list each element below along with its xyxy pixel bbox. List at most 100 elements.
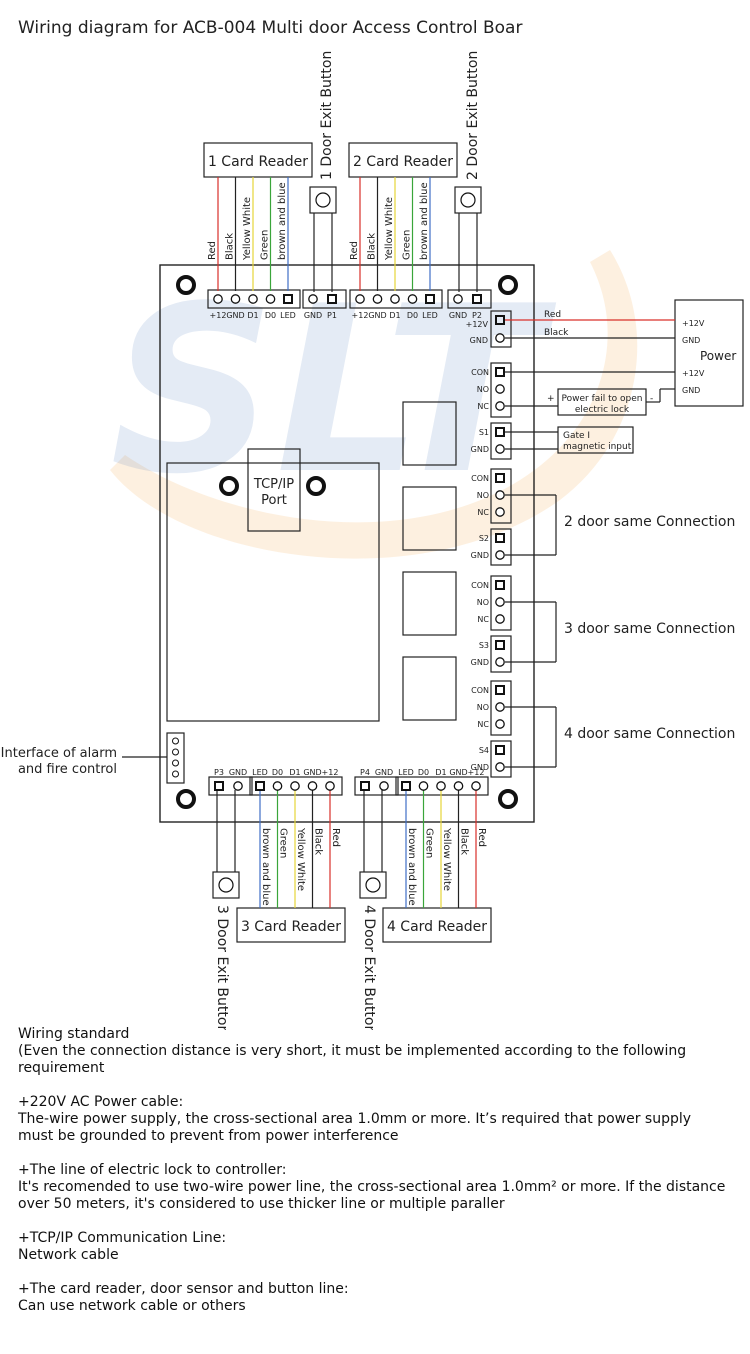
- exit-button-icon: [218, 877, 234, 893]
- pin-label: +12V: [466, 320, 489, 329]
- exit-button-icon: [315, 192, 331, 208]
- wire-label: Black: [225, 233, 236, 260]
- terminal: [471, 781, 481, 791]
- pin-label: CON: [471, 474, 489, 483]
- mounting-hole: [306, 476, 326, 496]
- exit-button-icon: [365, 877, 381, 893]
- pin-label: P1: [327, 311, 337, 320]
- wire-label: Yellow White: [384, 197, 395, 261]
- terminal: [372, 294, 383, 304]
- tcp-port-label: TCP/IP: [253, 477, 294, 492]
- pin-label: NC: [477, 402, 489, 411]
- terminal: [472, 294, 482, 304]
- power-pin-label: GND: [682, 336, 700, 345]
- terminal: [453, 781, 464, 791]
- terminal-block: [249, 776, 343, 796]
- terminal: [436, 781, 446, 791]
- wire-label: Red: [544, 310, 561, 320]
- terminal: [495, 315, 505, 325]
- wire-label: brown and blue: [260, 828, 271, 906]
- terminal: [495, 333, 505, 343]
- pin-label: P3: [214, 768, 224, 777]
- wire-label: Red: [476, 828, 487, 847]
- gate-input-box: [557, 426, 634, 454]
- pin-label: S3: [479, 641, 489, 650]
- terminal: [390, 294, 400, 304]
- power-pin-label: +12V: [682, 319, 705, 328]
- wire-label: Green: [402, 230, 413, 260]
- terminal: [495, 401, 505, 411]
- wire-label: Red: [330, 828, 341, 847]
- wiring-notes: Wiring standard (Even the connection dis…: [18, 1026, 730, 1332]
- terminal: [495, 580, 505, 590]
- note-heading: +220V AC Power cable:: [18, 1094, 184, 1110]
- tcp-port-label: Port: [261, 493, 287, 508]
- terminal: [495, 507, 505, 517]
- pin-label: NC: [477, 615, 489, 624]
- wire-label: Yellow White: [441, 827, 452, 891]
- terminal: [425, 294, 435, 304]
- pin-label: +12: [322, 768, 339, 777]
- terminal-block: [490, 680, 512, 736]
- alarm-pin: [172, 759, 179, 767]
- terminal: [495, 490, 505, 500]
- terminal: [418, 781, 429, 791]
- terminal: [214, 781, 224, 791]
- terminal-block: [490, 740, 512, 778]
- pin-label: GND: [471, 551, 489, 560]
- lock-label: electric lock: [575, 405, 630, 415]
- relay-block: [402, 486, 457, 551]
- alarm-interface-label: and fire control: [18, 762, 117, 777]
- pin-label: LED: [422, 311, 438, 320]
- terminal: [290, 781, 300, 791]
- pin-label: D0: [418, 768, 429, 777]
- power-label: Power: [700, 349, 736, 363]
- pin-label: GND: [471, 445, 489, 454]
- terminal-block: [490, 575, 512, 631]
- terminal: [495, 719, 505, 729]
- card-reader-box: [236, 907, 346, 943]
- note-heading: Wiring standard: [18, 1026, 130, 1042]
- terminal-block: [490, 635, 512, 673]
- pin-label: LED: [280, 311, 296, 320]
- pin-label: CON: [471, 581, 489, 590]
- terminal: [307, 781, 318, 791]
- mounting-hole: [219, 476, 239, 496]
- power-pin-label: GND: [682, 386, 700, 395]
- card-reader-box: [382, 907, 492, 943]
- note-text: It's recomended to use two-wire power li…: [18, 1179, 726, 1212]
- mounting-hole: [176, 275, 196, 295]
- relay-block: [402, 571, 457, 636]
- exit-button: [359, 871, 387, 899]
- card-reader-box: [348, 142, 458, 178]
- mounting-hole: [176, 789, 196, 809]
- terminal: [453, 294, 463, 304]
- pin-label: GND: [449, 768, 467, 777]
- note-block: +The line of electric lock to controller…: [18, 1162, 730, 1213]
- card-reader-label: 3 Card Reader: [241, 919, 341, 935]
- wire-label: Red: [207, 241, 218, 260]
- pin-label: NO: [477, 703, 489, 712]
- pin-label: NO: [477, 491, 489, 500]
- note-heading: +The line of electric lock to controller…: [18, 1162, 287, 1178]
- power-supply-box: [674, 299, 744, 407]
- pin-label: P4: [360, 768, 370, 777]
- note-text: The-wire power supply, the cross-section…: [18, 1111, 692, 1144]
- note-heading: +The card reader, door sensor and button…: [18, 1281, 349, 1297]
- terminal: [495, 762, 505, 772]
- terminal: [495, 550, 505, 560]
- terminal: [379, 781, 389, 791]
- pin-label: D1: [289, 768, 300, 777]
- wire-label: Green: [424, 828, 435, 858]
- exit-button: [454, 186, 482, 214]
- pin-label: S2: [479, 534, 489, 543]
- terminal: [327, 294, 337, 304]
- terminal: [308, 294, 318, 304]
- terminal: [360, 781, 370, 791]
- wire-label: Black: [544, 328, 569, 338]
- pin-label: S1: [479, 428, 489, 437]
- pin-label: CON: [471, 368, 489, 377]
- terminal: [272, 781, 283, 791]
- controller-board: [159, 264, 535, 823]
- mounting-hole: [498, 275, 518, 295]
